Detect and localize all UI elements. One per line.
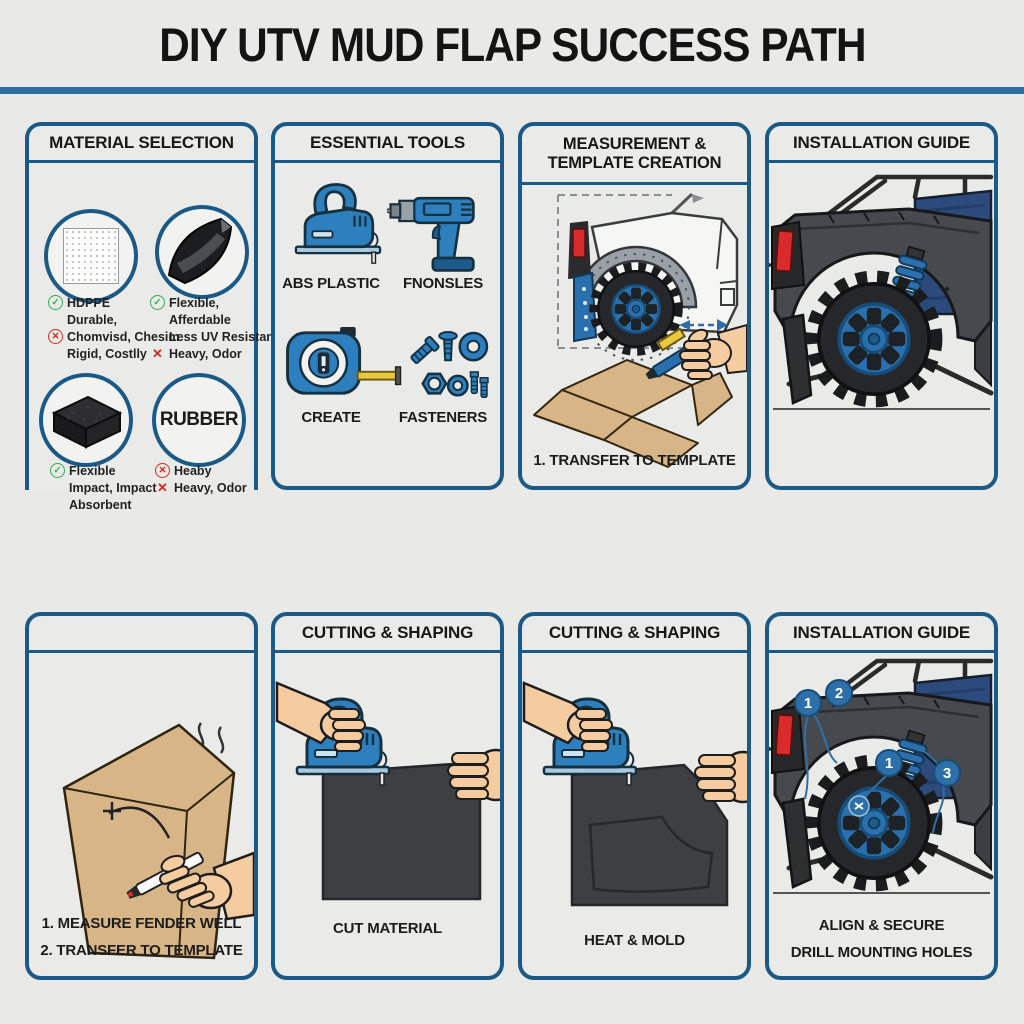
material-note: Less UV Resistant (169, 330, 279, 344)
right-hand (693, 750, 747, 804)
cardboard-marking-illustration (62, 722, 254, 960)
material-note: Afferdable (169, 313, 231, 327)
step-captions: ALIGN & SECURE DRILL MOUNTING HOLES (769, 912, 994, 966)
material-note: Heaby (174, 464, 212, 478)
panel-title: INSTALLATION GUIDE (769, 126, 994, 163)
cross-icon: ✕ (157, 479, 168, 495)
panel-title: MEASUREMENT & TEMPLATE CREATION (522, 126, 747, 185)
tool-label: ABS PLASTIC (282, 275, 380, 292)
step-caption: CUT MATERIAL (333, 920, 442, 937)
cross-mark (103, 802, 121, 820)
jigsaw-icon (294, 183, 382, 265)
step-captions: 1. MEASURE FENDER WELL 2. TRANSFER TO TE… (29, 910, 254, 964)
marker-4: 3 (943, 765, 951, 782)
panel-title: MATERIAL SELECTION (29, 126, 254, 163)
foam-block-icon (39, 373, 133, 467)
marker-1: 1 (804, 695, 812, 712)
tape-measure-icon (286, 327, 402, 395)
check-circle-icon: ✓ (50, 463, 65, 478)
page-title: DIY UTV MUD FLAP SUCCESS PATH (158, 18, 866, 71)
rubber-notes: ✕ Heaby ✕ Heavy, Odor (155, 463, 247, 497)
step-caption: 1. MEASURE FENDER WELL (41, 915, 242, 932)
mounting-bracket (573, 271, 598, 343)
material-note: Flexible (69, 464, 116, 478)
step-caption: 2. TRANSFER TO TEMPLATE (40, 942, 243, 959)
material-note: Chomvisd, Chesim (67, 330, 180, 344)
pen-hand (126, 851, 254, 921)
cross-icon: ✕ (152, 345, 163, 361)
material-note: Flexible, (169, 296, 220, 310)
panel-title: INSTALLATION GUIDE (769, 616, 994, 653)
cutting-illustration (275, 681, 500, 901)
cross-circle-icon: ✕ (48, 329, 63, 344)
tool-label: CREATE (301, 409, 361, 426)
left-hand (522, 681, 614, 753)
fastener-marker-icon (848, 795, 870, 817)
material-note: Absorbent (69, 498, 132, 512)
material-note: Durable, (67, 313, 118, 327)
material-note: Rigid, Costlly (67, 347, 147, 361)
panel-title: ESSENTIAL TOOLS (275, 126, 500, 163)
panel-installation-guide-bottom: INSTALLATION GUIDE 1 2 1 (765, 612, 998, 980)
check-circle-icon: ✓ (150, 295, 165, 310)
panel-title: CUTTING & SHAPING (522, 616, 747, 653)
panel-measurement-template: MEASUREMENT & TEMPLATE CREATION (518, 122, 751, 490)
step-caption: 1. TRANSFER TO TEMPLATE (533, 452, 736, 469)
material-note: Heavy, Odor (169, 347, 242, 361)
hdpe-sheet-icon (44, 209, 138, 303)
panel-template-drawing: 1. MEASURE FENDER WELL 2. TRANSFER TO TE… (25, 612, 258, 980)
flap-outline (588, 815, 714, 893)
panel-cutting-shaping-mold: CUTTING & SHAPING HEAT & MOLD (518, 612, 751, 980)
fender-measurement-illustration (533, 192, 747, 468)
flexible-sheet-icon (155, 205, 249, 299)
check-circle-icon: ✓ (48, 295, 63, 310)
fasteners-icon (410, 331, 489, 398)
panel-title: CUTTING & SHAPING (275, 616, 500, 653)
material-note: HDPPE (67, 296, 111, 310)
right-hand (446, 748, 500, 802)
panel-cutting-shaping-cut: CUTTING & SHAPING CUT MATERIAL (271, 612, 504, 980)
utv-rear-illustration (769, 163, 994, 490)
hdpe-notes: ✓HDPPE Durable, ✕Chomvisd, Chesim Rigid,… (48, 295, 180, 363)
marker-3: 1 (885, 755, 893, 772)
tool-label: FNONSLES (402, 275, 484, 292)
panel-installation-guide-top: INSTALLATION GUIDE (765, 122, 998, 490)
material-note: Impact, Impact (69, 481, 157, 495)
cross-circle-icon: ✕ (155, 463, 170, 478)
panel-title (29, 616, 254, 653)
drill-icon (387, 196, 475, 272)
material-sheet (321, 761, 482, 901)
material-note: Heavy, Odor (174, 481, 247, 495)
panel-essential-tools: ESSENTIAL TOOLS ABS PLASTIC FNONSLES (271, 122, 504, 490)
step-caption: DRILL MOUNTING HOLES (790, 944, 973, 961)
title-divider (0, 87, 1024, 94)
left-hand (275, 681, 367, 753)
rubber-circle: RUBBER (152, 373, 246, 467)
panel-material-selection: MATERIAL SELECTION ✓HDPPE Durable, ✕Chom… (25, 122, 278, 512)
utv-install-steps-illustration: 1 2 1 3 (769, 653, 994, 980)
rubber-label: RUBBER (159, 409, 239, 430)
tool-label: FASTENERS (398, 409, 488, 426)
step-markers: 1 2 1 3 (794, 679, 961, 787)
flexible-notes: ✓Flexible, Afferdable Less UV Resistant … (150, 295, 278, 363)
material-sheet (570, 763, 729, 907)
marker-2: 2 (835, 685, 843, 702)
molding-illustration (522, 681, 747, 907)
foam-notes: ✓ Flexible Impact, Impact Absorbent (50, 463, 157, 514)
step-caption: HEAT & MOLD (584, 932, 685, 949)
marker-hand (645, 323, 747, 380)
step-caption: ALIGN & SECURE (818, 917, 945, 934)
